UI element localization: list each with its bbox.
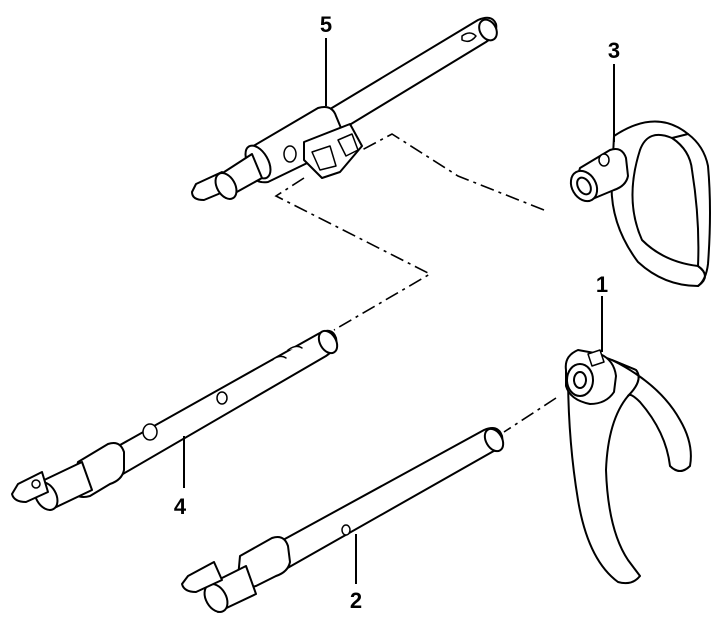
callout-3: 3: [608, 38, 620, 63]
callout-1: 1: [596, 272, 608, 297]
callout-5: 5: [320, 12, 332, 37]
callout-leaders: [183, 38, 615, 584]
shift-rod-part-4: [11, 329, 339, 511]
shift-rod-part-5: [191, 16, 498, 201]
assembly-guide-lines: [274, 133, 557, 433]
shift-fork-part-3: [569, 120, 711, 287]
callout-4: 4: [174, 494, 187, 519]
shift-rod-part-2: [181, 427, 505, 613]
callout-2: 2: [350, 588, 362, 613]
shift-fork-part-1: [564, 349, 692, 585]
